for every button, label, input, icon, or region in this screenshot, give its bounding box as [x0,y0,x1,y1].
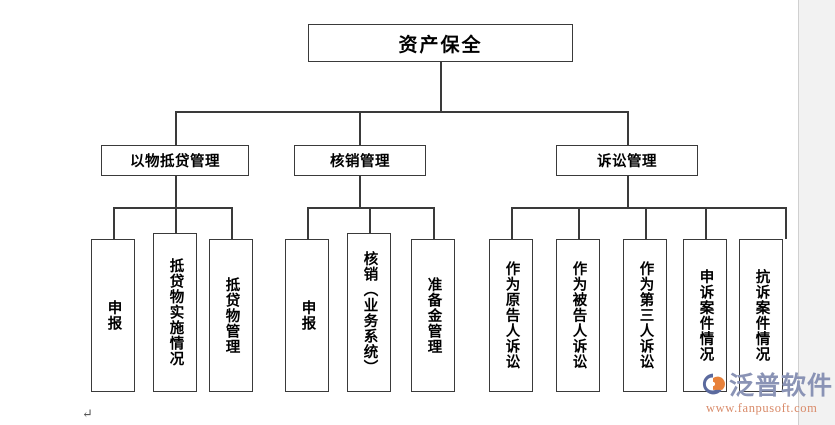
connector-g3-drop-2 [578,207,580,239]
paragraph-mark: ↵ [82,406,93,421]
node-label: 抵贷物管理 [223,276,240,355]
node-label: 作为原告人诉讼 [503,261,520,370]
node-leaf-defendant-litigation[interactable]: 作为被告人诉讼 [556,239,600,392]
connector-g3-drop-3 [645,207,647,239]
connector-level2-bus [175,111,628,113]
node-leaf-declaration-2[interactable]: 申报 [285,239,329,392]
node-collateral-loan-management[interactable]: 以物抵贷管理 [101,145,249,176]
node-leaf-writeoff-business-system[interactable]: 核销（业务系统） [347,233,391,392]
node-leaf-declaration-1[interactable]: 申报 [91,239,135,392]
node-label: 作为被告人诉讼 [570,261,587,370]
node-label: 诉讼管理 [597,154,657,170]
connector-g1-bus [113,207,232,209]
node-label: 以物抵贷管理 [130,154,220,170]
node-leaf-appeal-case-status[interactable]: 申诉案件情况 [683,239,727,392]
connector-g1-drop-1 [113,207,115,239]
node-label: 申报 [105,300,122,331]
connector-g3-drop-1 [511,207,513,239]
node-leaf-provision-management[interactable]: 准备金管理 [411,239,455,392]
connector-g3-drop-4 [705,207,707,239]
node-leaf-collateral-implementation[interactable]: 抵贷物实施情况 [153,233,197,392]
node-root-asset-preservation[interactable]: 资产保全 [308,24,573,62]
connector-g1-drop-3 [231,207,233,239]
node-writeoff-management[interactable]: 核销管理 [294,145,426,176]
connector-level2-drop-3 [627,111,629,145]
node-leaf-collateral-management[interactable]: 抵贷物管理 [209,239,253,392]
connector-g2-drop-2 [369,207,371,233]
connector-g2-stem [359,176,361,208]
connector-level2-drop-2 [359,111,361,145]
connector-g1-drop-2 [175,207,177,233]
node-label: 资产保全 [398,34,483,56]
connector-g3-bus [511,207,785,209]
connector-g1-stem [175,176,177,208]
node-litigation-management[interactable]: 诉讼管理 [556,145,698,176]
page-margin-strip [798,0,835,425]
connector-root-stem [440,62,442,112]
node-label: 申诉案件情况 [697,269,714,362]
node-label: 核销管理 [330,154,390,170]
node-leaf-plaintiff-litigation[interactable]: 作为原告人诉讼 [489,239,533,392]
node-leaf-protest-case-status[interactable]: 抗诉案件情况 [739,239,783,392]
connector-g3-stem [627,176,629,208]
node-label: 作为第三人诉讼 [637,261,654,370]
connector-g3-drop-5 [785,207,787,239]
connector-g2-drop-1 [307,207,309,239]
node-label: 抗诉案件情况 [753,269,770,362]
node-label: 申报 [299,300,316,331]
node-label: 抵贷物实施情况 [167,258,184,367]
node-label: 准备金管理 [425,276,442,355]
node-leaf-third-party-litigation[interactable]: 作为第三人诉讼 [623,239,667,392]
connector-level2-drop-1 [175,111,177,145]
node-label: 核销（业务系统） [361,250,378,375]
connector-g2-drop-3 [433,207,435,239]
